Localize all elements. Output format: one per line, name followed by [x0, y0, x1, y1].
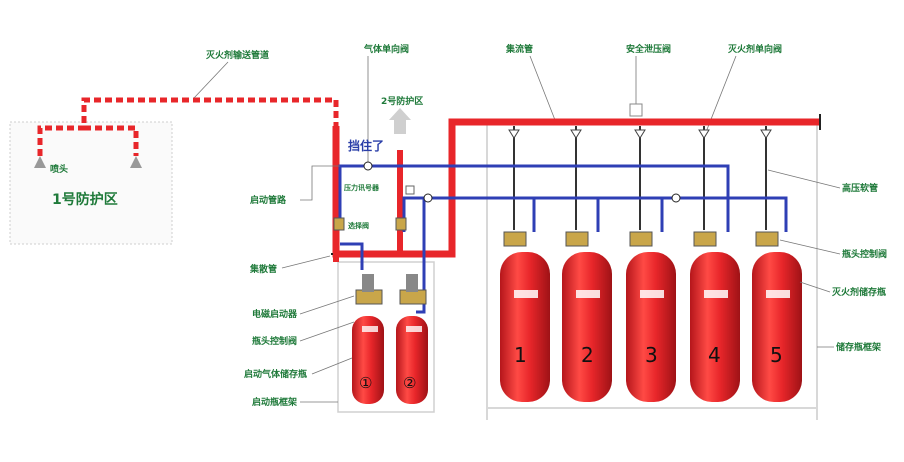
leader-line: [281, 255, 331, 269]
selector-valve-icon: [333, 217, 345, 231]
start-rack: [337, 261, 435, 413]
gas-check-valve-icon: [363, 161, 373, 171]
start-cylinder-number: ②: [403, 374, 416, 392]
cylinder-number: 5: [770, 343, 783, 367]
high-pressure-hose-label: 高压软管: [842, 182, 878, 194]
cylinder-number: 2: [581, 343, 594, 367]
leader-line: [193, 61, 229, 99]
agent-cylinder-5: [752, 231, 802, 402]
zone1-box: [9, 121, 173, 245]
agent-cylinder-2: [562, 231, 612, 402]
cylinder-number: 1: [514, 343, 527, 367]
solenoid-label: 电磁启动器: [252, 308, 298, 320]
start-cylinder-1: [352, 274, 384, 404]
manifold-label: 集流管: [505, 43, 533, 55]
gas-check-valve-label: 气体单向阀: [363, 43, 409, 55]
check-valves: [508, 129, 772, 139]
selector-valve-icon: [395, 217, 407, 231]
selector-valve-label: 选择阀: [348, 221, 369, 230]
safety-valve-icon: [629, 103, 643, 117]
start-pipe-label: 启动管路: [250, 194, 287, 206]
agent-cylinder-3: [626, 231, 676, 402]
gas-check-valve-icon: [423, 193, 433, 203]
start-gas-pipes: [338, 164, 788, 314]
safety-valve-label: 安全泄压阀: [626, 43, 671, 55]
nozzle-icon: [130, 156, 142, 168]
leader-line: [779, 239, 841, 255]
leader-line: [767, 169, 841, 189]
gas-check-valve-icon: [671, 193, 681, 203]
cylinder-number: 4: [708, 343, 721, 367]
leader-line: [300, 165, 340, 201]
pressure-signal-label: 压力讯号器: [344, 183, 380, 192]
high-pressure-hoses: [513, 126, 767, 230]
cylinder-number: 3: [645, 343, 658, 367]
start-cylinder-2: [396, 274, 428, 404]
zone1-label: 1号防护区: [52, 191, 118, 208]
collector-label: 集散管: [249, 263, 277, 275]
leader-line: [299, 321, 355, 342]
blocked-annotation: 挡住了: [348, 138, 384, 153]
cylinder-valve-right-label: 瓶头控制阀: [842, 248, 887, 260]
leader-line: [799, 281, 831, 293]
start-cylinder-number: ①: [359, 374, 372, 392]
agent-pipeline: [37, 97, 339, 156]
leader-line: [299, 295, 355, 315]
cylinder-valve-left-label: 瓶头控制阀: [252, 335, 297, 347]
agent-pipeline-branch: [84, 125, 139, 156]
nozzle-label: 喷头: [50, 163, 68, 175]
agent-pipeline-label: 灭火剂输送管道: [205, 49, 269, 61]
agent-cylinder-1: [500, 231, 550, 402]
leader-line: [529, 55, 556, 121]
agent-cylinder-4: [690, 231, 740, 402]
agent-check-valve-label: 灭火剂单向阀: [727, 43, 782, 55]
start-rack-label: 启动瓶框架: [252, 396, 297, 408]
pressure-switch-icon: [405, 185, 415, 195]
start-gas-cylinder-label: 启动气体储存瓶: [244, 368, 307, 380]
storage-rack-label: 储存瓶框架: [836, 341, 881, 353]
nozzle-icon: [34, 156, 46, 168]
zone2-label: 2号防护区: [381, 95, 423, 107]
main-manifold-pipe: [332, 118, 820, 258]
leader-line: [311, 357, 353, 375]
agent-cylinder-label: 灭火剂储存瓶: [831, 286, 886, 298]
arrow-up-icon: [389, 108, 411, 134]
